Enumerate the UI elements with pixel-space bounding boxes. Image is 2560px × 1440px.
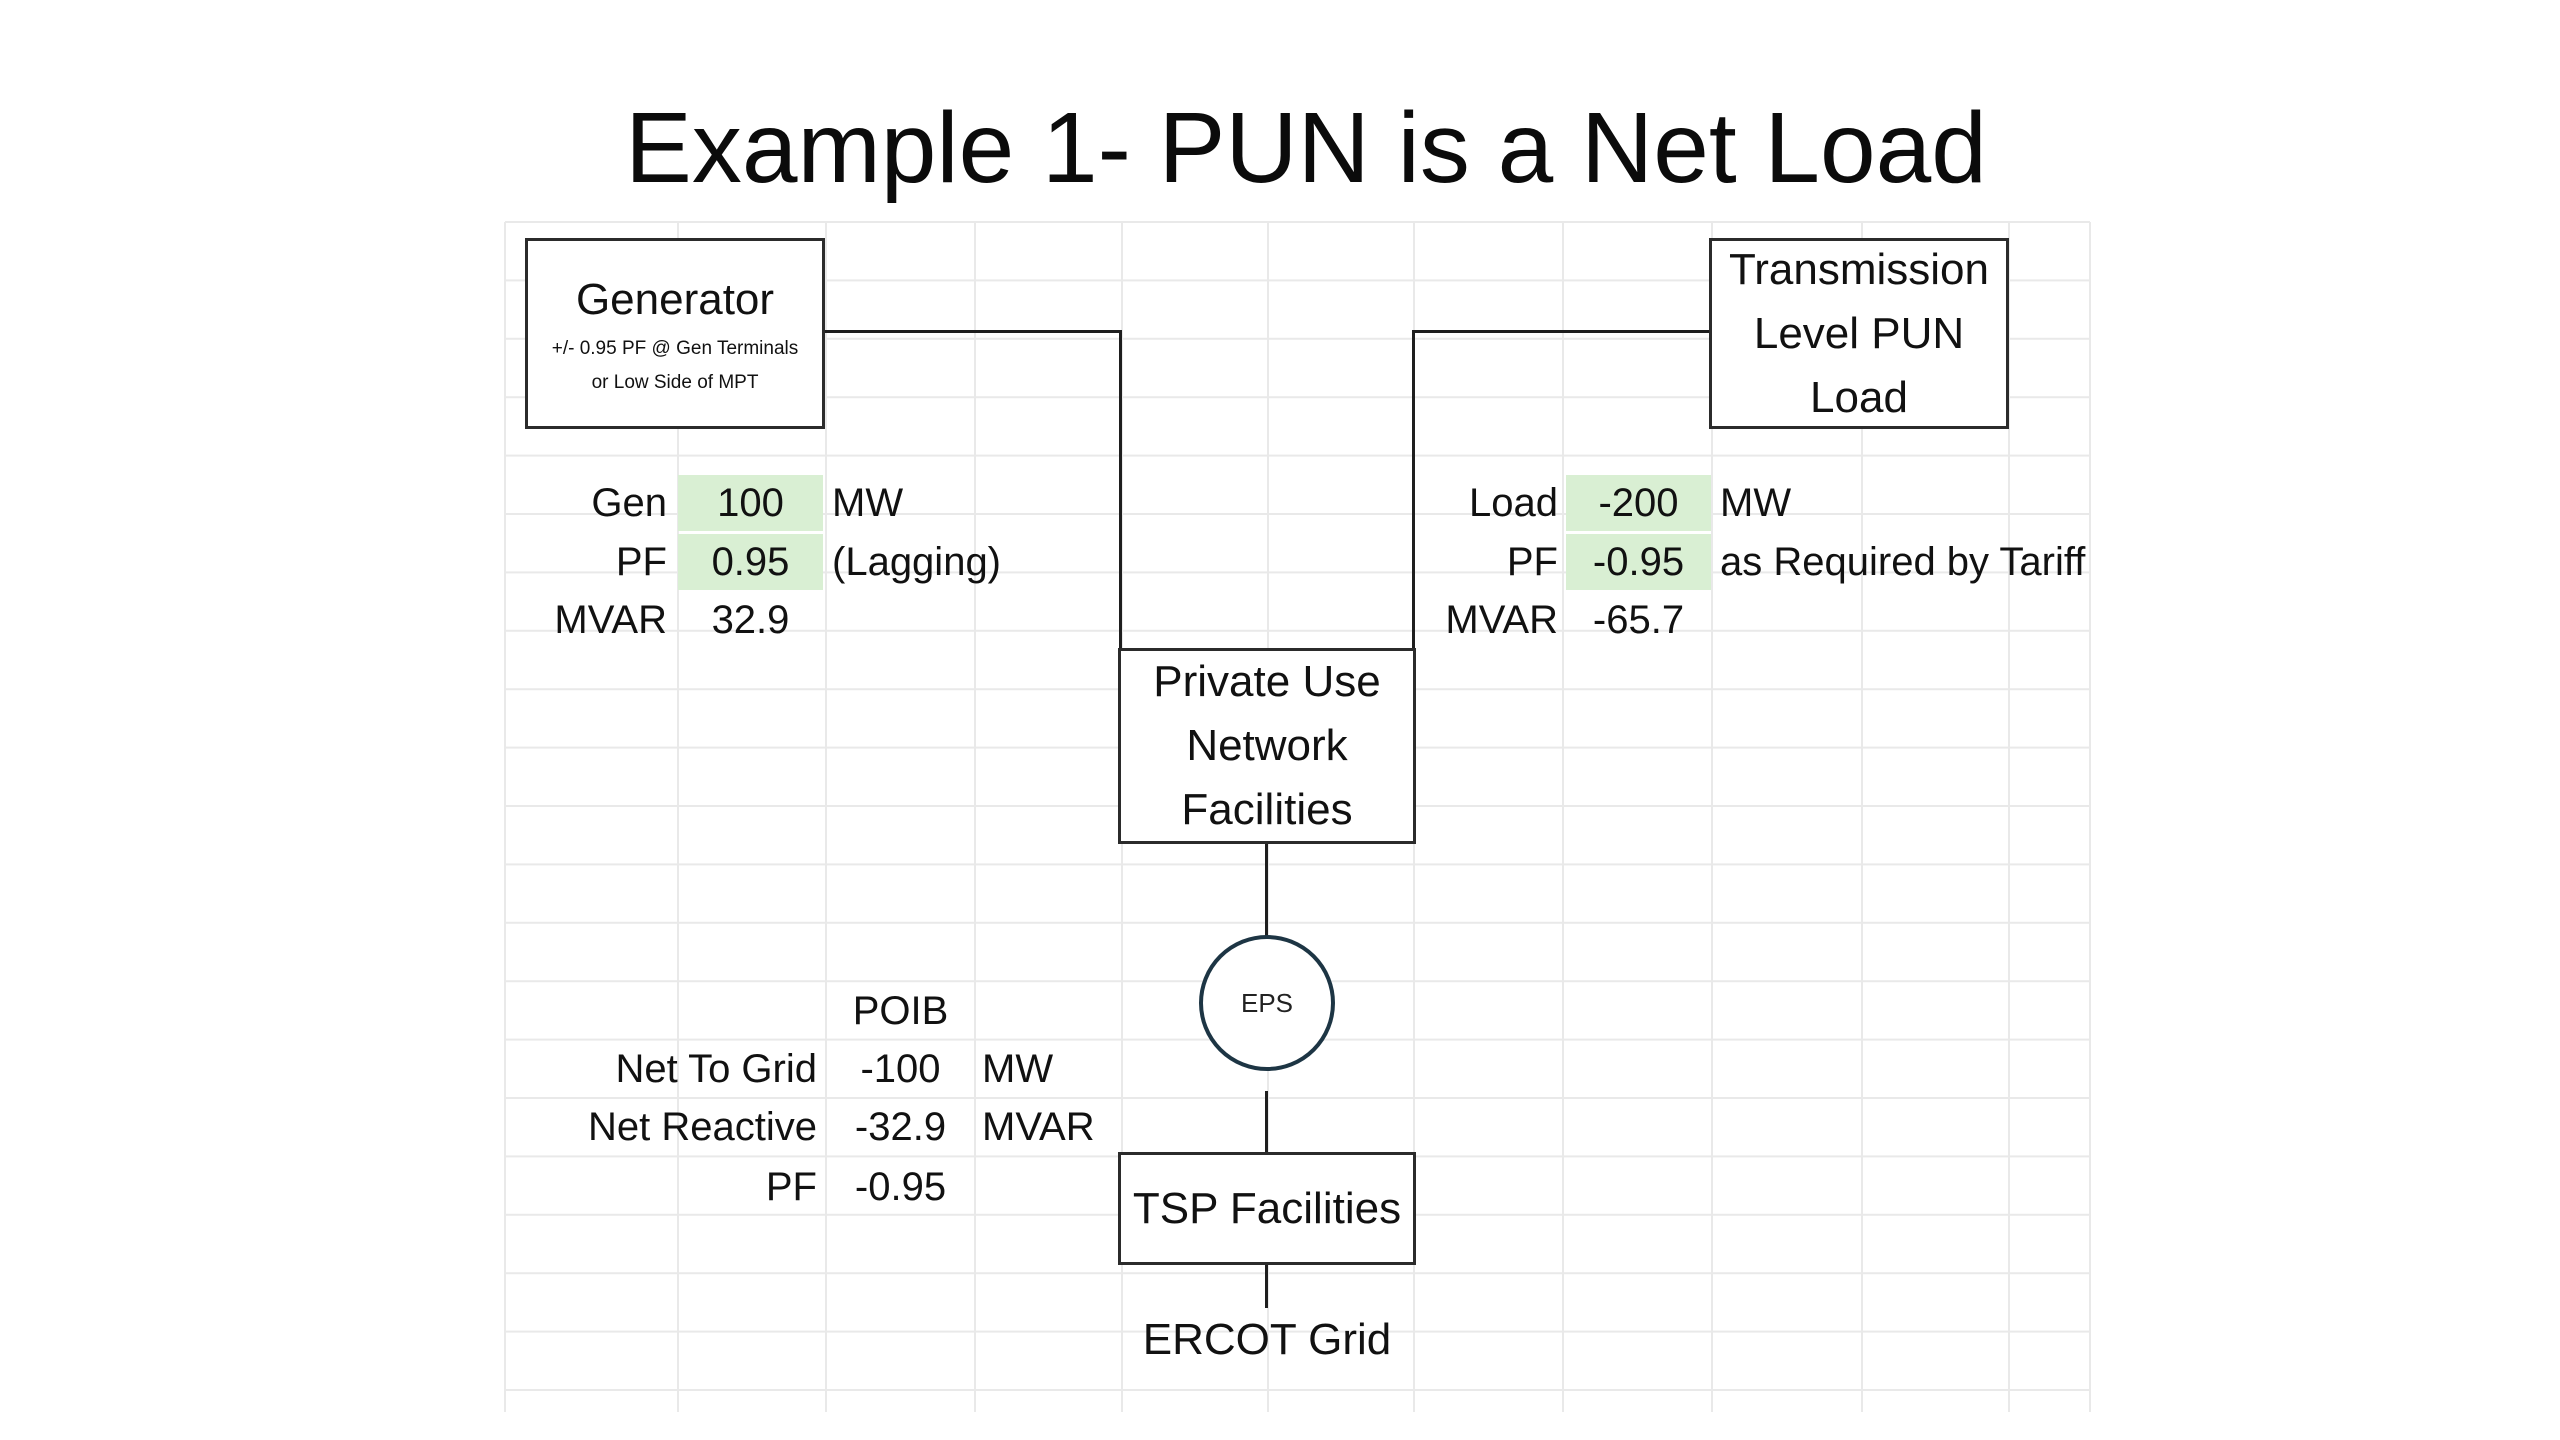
- gen-mvar-label: MVAR: [554, 598, 667, 642]
- gen-unit: MW: [832, 481, 904, 525]
- wire-private-use-to-eps: [1265, 842, 1268, 937]
- generator-box: Generator +/- 0.95 PF @ Gen Terminals or…: [525, 238, 825, 429]
- poib-pf-value: -0.95: [854, 1165, 947, 1209]
- load-pf-value-input[interactable]: -0.95: [1566, 534, 1711, 590]
- generator-note-line2: or Low Side of MPT: [591, 371, 759, 393]
- poib-pf-label: PF: [765, 1165, 817, 1209]
- eps-label: EPS: [1240, 987, 1294, 1018]
- wire-pun-horizontal: [1412, 330, 1712, 333]
- pun-load-title-line1: Transmission: [1729, 244, 1989, 294]
- ercot-grid-label: ERCOT Grid: [1142, 1315, 1392, 1364]
- tsp-facilities-label: TSP Facilities: [1132, 1183, 1402, 1233]
- eps-node: EPS: [1199, 935, 1335, 1071]
- load-unit: MW: [1720, 481, 1792, 525]
- load-value-input[interactable]: -200: [1566, 475, 1711, 531]
- generator-title: Generator: [575, 274, 775, 324]
- net-reactive-value: -32.9: [854, 1105, 947, 1149]
- load-pf-label: PF: [1506, 540, 1558, 584]
- load-label: Load: [1469, 481, 1558, 525]
- private-use-network-box: Private Use Network Facilities: [1118, 648, 1416, 844]
- pun-load-box: Transmission Level PUN Load: [1709, 238, 2009, 429]
- wire-generator-horizontal: [822, 330, 1122, 333]
- wire-tsp-to-ercot: [1265, 1263, 1268, 1308]
- page-title: Example 1- PUN is a Net Load: [625, 92, 1987, 204]
- wire-pun-vertical: [1412, 330, 1415, 651]
- load-mvar-value: -65.7: [1592, 598, 1685, 642]
- private-use-line3: Facilities: [1181, 785, 1353, 834]
- load-mvar-label: MVAR: [1445, 598, 1558, 642]
- tsp-facilities-box: TSP Facilities: [1118, 1152, 1416, 1265]
- load-pf-unit: as Required by Tariff: [1720, 540, 2086, 584]
- private-use-line1: Private Use: [1153, 657, 1381, 706]
- net-to-grid-value: -100: [860, 1047, 941, 1091]
- net-to-grid-label: Net To Grid: [615, 1047, 817, 1091]
- gen-pf-label: PF: [615, 540, 667, 584]
- pun-load-title-line3: Load: [1810, 372, 1908, 422]
- private-use-line2: Network: [1186, 721, 1348, 770]
- gen-pf-unit: (Lagging): [832, 540, 1002, 584]
- gen-label: Gen: [591, 481, 667, 525]
- gen-pf-value-input[interactable]: 0.95: [678, 534, 823, 590]
- gen-mvar-value: 32.9: [711, 598, 790, 642]
- wire-eps-to-tsp: [1265, 1091, 1268, 1155]
- generator-note-line1: +/- 0.95 PF @ Gen Terminals: [551, 337, 799, 359]
- poib-header: POIB: [852, 989, 949, 1033]
- net-to-grid-unit: MW: [982, 1047, 1054, 1091]
- net-reactive-unit: MVAR: [982, 1105, 1095, 1149]
- net-reactive-label: Net Reactive: [588, 1105, 817, 1149]
- wire-generator-vertical: [1119, 330, 1122, 651]
- pun-load-title-line2: Level PUN: [1753, 308, 1965, 358]
- gen-value-input[interactable]: 100: [678, 475, 823, 531]
